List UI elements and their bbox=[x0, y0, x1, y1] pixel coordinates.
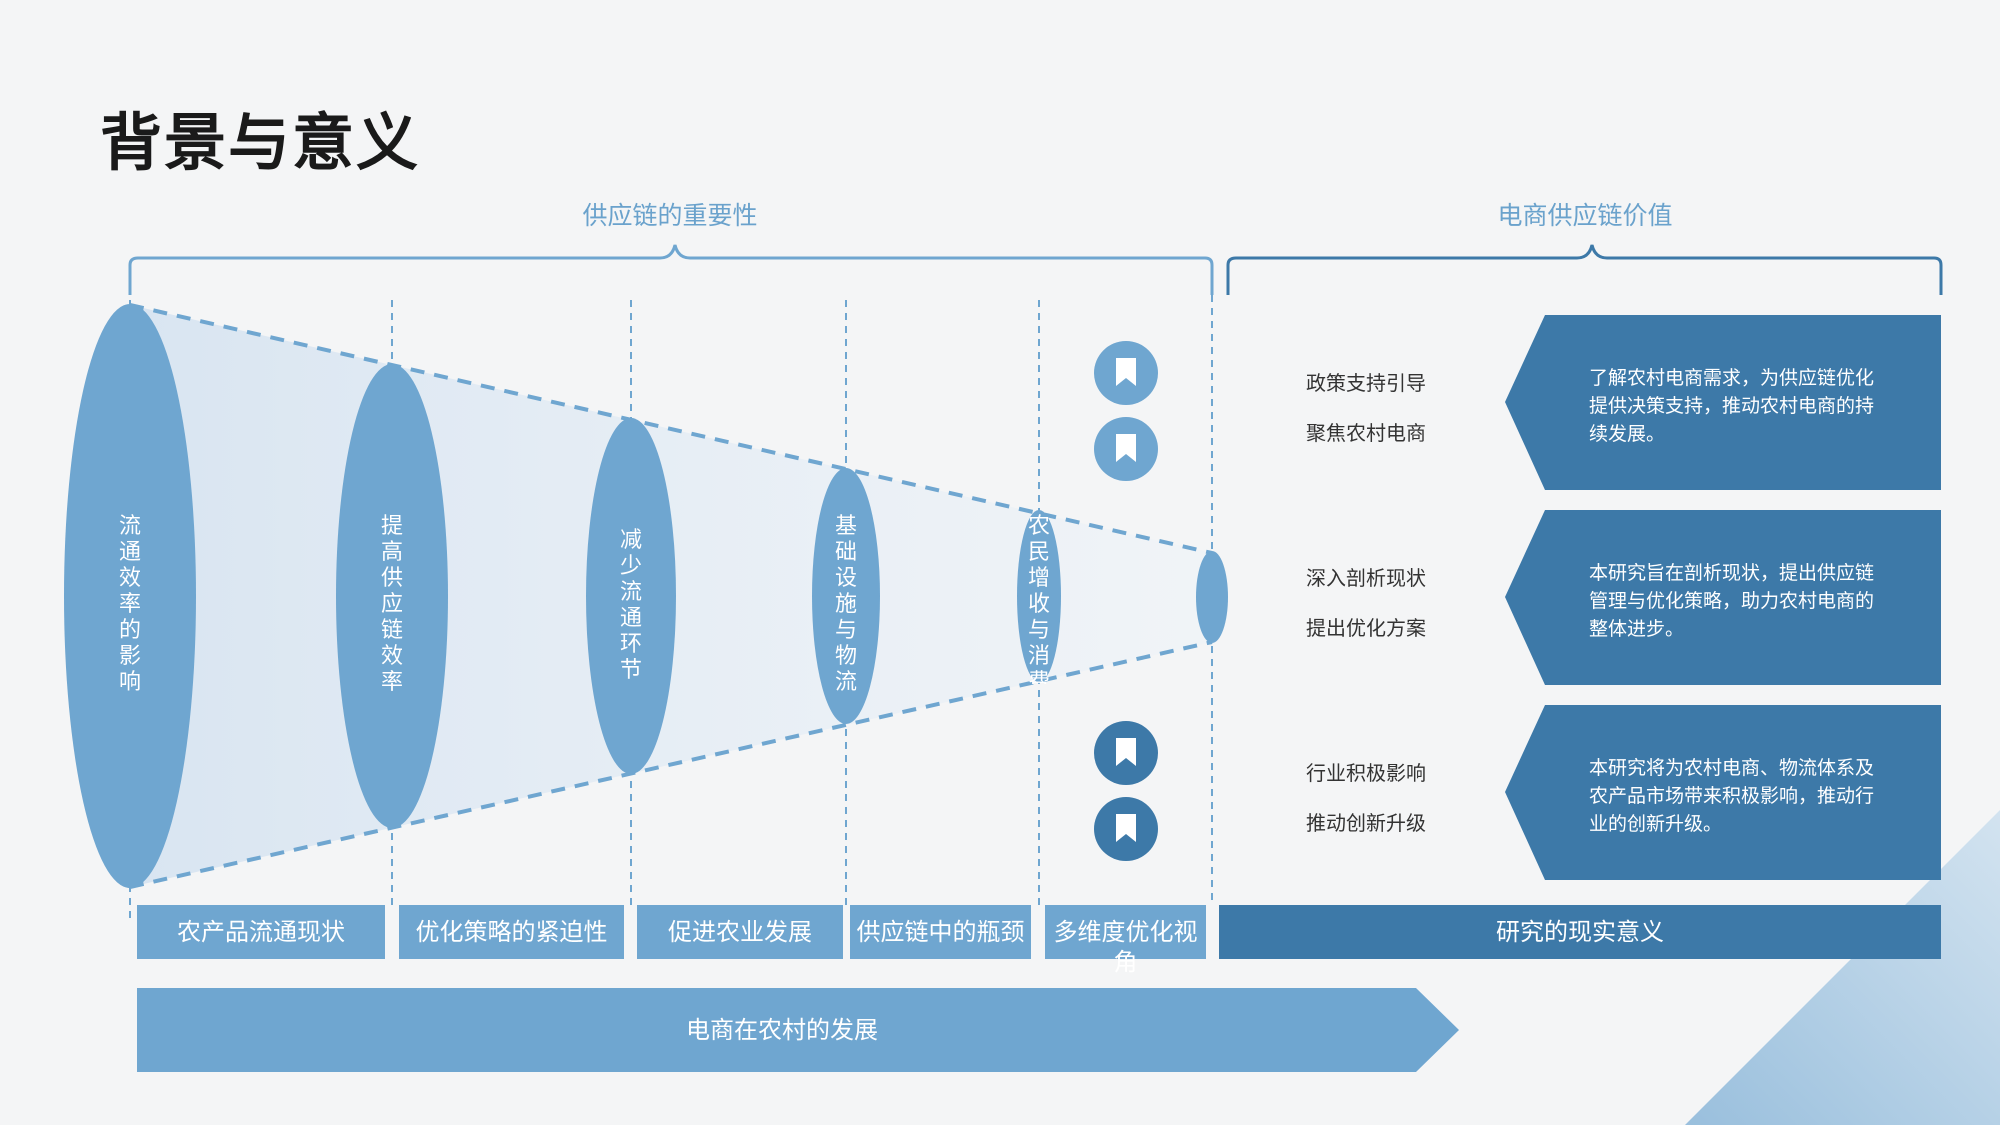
value-panel-1 bbox=[1505, 315, 1941, 490]
value-keyword-1b: 聚焦农村电商 bbox=[1306, 421, 1426, 445]
cone-label-2: 提高供应链效率 bbox=[380, 514, 403, 695]
header-bar-1 bbox=[137, 905, 385, 959]
value-keyword-1a: 政策支持引导 bbox=[1306, 371, 1426, 395]
cone-ellipse-5 bbox=[1017, 510, 1061, 682]
cone-label-1: 流通效率的影响 bbox=[118, 514, 141, 695]
header-label-1: 农产品流通现状 bbox=[177, 918, 345, 946]
header-label-2: 优化策略的紧迫性 bbox=[415, 918, 608, 946]
value-keyword-2b: 提出优化方案 bbox=[1306, 616, 1426, 640]
cone-label-4: 基础设施与物流 bbox=[834, 514, 857, 695]
header-bar-2 bbox=[399, 905, 624, 959]
bookmark-icon bbox=[1094, 721, 1158, 785]
cone-ellipse-1 bbox=[64, 304, 196, 888]
page-title: 背景与意义 bbox=[100, 106, 421, 179]
cone-top-edge bbox=[129, 303, 1213, 555]
value-panel-2 bbox=[1505, 510, 1941, 685]
bookmark-icon bbox=[1094, 797, 1158, 861]
section-label-right: 电商供应链价值 bbox=[1497, 201, 1673, 230]
value-description-1: 了解农村电商需求，为供应链优化提供决策支持，推动农村电商的持续发展。 bbox=[1589, 367, 1875, 445]
bookmark-icon bbox=[1094, 341, 1158, 405]
value-keyword-3a: 行业积极影响 bbox=[1306, 761, 1426, 785]
cone-ellipse-4 bbox=[812, 468, 880, 724]
value-panel-3 bbox=[1505, 705, 1941, 880]
cone-ellipse-2 bbox=[336, 364, 448, 828]
header-label-6: 研究的现实意义 bbox=[1496, 918, 1664, 946]
header-bar-6 bbox=[1219, 905, 1941, 959]
cone-ellipse-6 bbox=[1196, 551, 1228, 643]
header-bar-4 bbox=[850, 905, 1031, 959]
corner-decoration bbox=[1685, 810, 2000, 1125]
bottom-arrow-shape bbox=[137, 988, 1459, 1072]
header-bar-3 bbox=[637, 905, 843, 959]
right-brace bbox=[1226, 244, 1943, 295]
bottom-arrow-label: 电商在农村的发展 bbox=[686, 1016, 878, 1044]
header-label-3: 促进农业发展 bbox=[668, 918, 812, 946]
value-keyword-2a: 深入剖析现状 bbox=[1306, 566, 1426, 590]
header-label-5: 多维度优化视角 bbox=[1053, 918, 1198, 976]
value-keyword-3b: 推动创新升级 bbox=[1306, 811, 1426, 835]
header-label-4: 供应链中的瓶颈 bbox=[856, 918, 1025, 946]
header-bar-5 bbox=[1045, 905, 1206, 959]
left-brace bbox=[128, 244, 1214, 295]
bookmark-icon bbox=[1094, 417, 1158, 481]
section-label-left: 供应链的重要性 bbox=[582, 201, 758, 230]
cone-bottom-edge bbox=[129, 640, 1213, 889]
cone-label-3: 减少流通环节 bbox=[619, 528, 642, 683]
value-description-2: 本研究旨在剖析现状，提出供应链管理与优化策略，助力农村电商的整体进步。 bbox=[1589, 562, 1875, 640]
cone-label-5: 农民增收与消费 bbox=[1027, 514, 1050, 684]
value-description-3: 本研究将为农村电商、物流体系及农产品市场带来积极影响，推动行业的创新升级。 bbox=[1589, 757, 1875, 835]
cone-ellipse-3 bbox=[586, 418, 676, 774]
